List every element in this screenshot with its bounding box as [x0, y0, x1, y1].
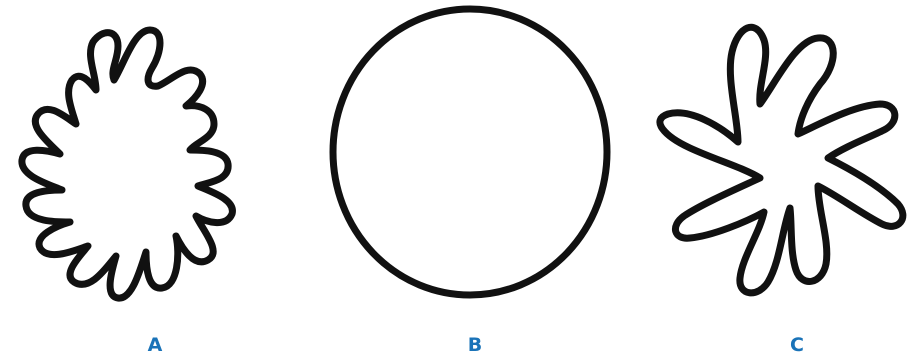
shape-c: C	[660, 27, 903, 356]
shape-c-outline	[660, 27, 903, 293]
shape-a-label: A	[148, 334, 163, 356]
shape-b: B	[333, 9, 607, 356]
shape-b-outline	[333, 9, 607, 295]
shape-c-label: C	[790, 334, 804, 356]
shape-a: A	[22, 30, 233, 356]
shape-b-label: B	[468, 334, 482, 356]
shape-a-outline	[22, 30, 233, 298]
